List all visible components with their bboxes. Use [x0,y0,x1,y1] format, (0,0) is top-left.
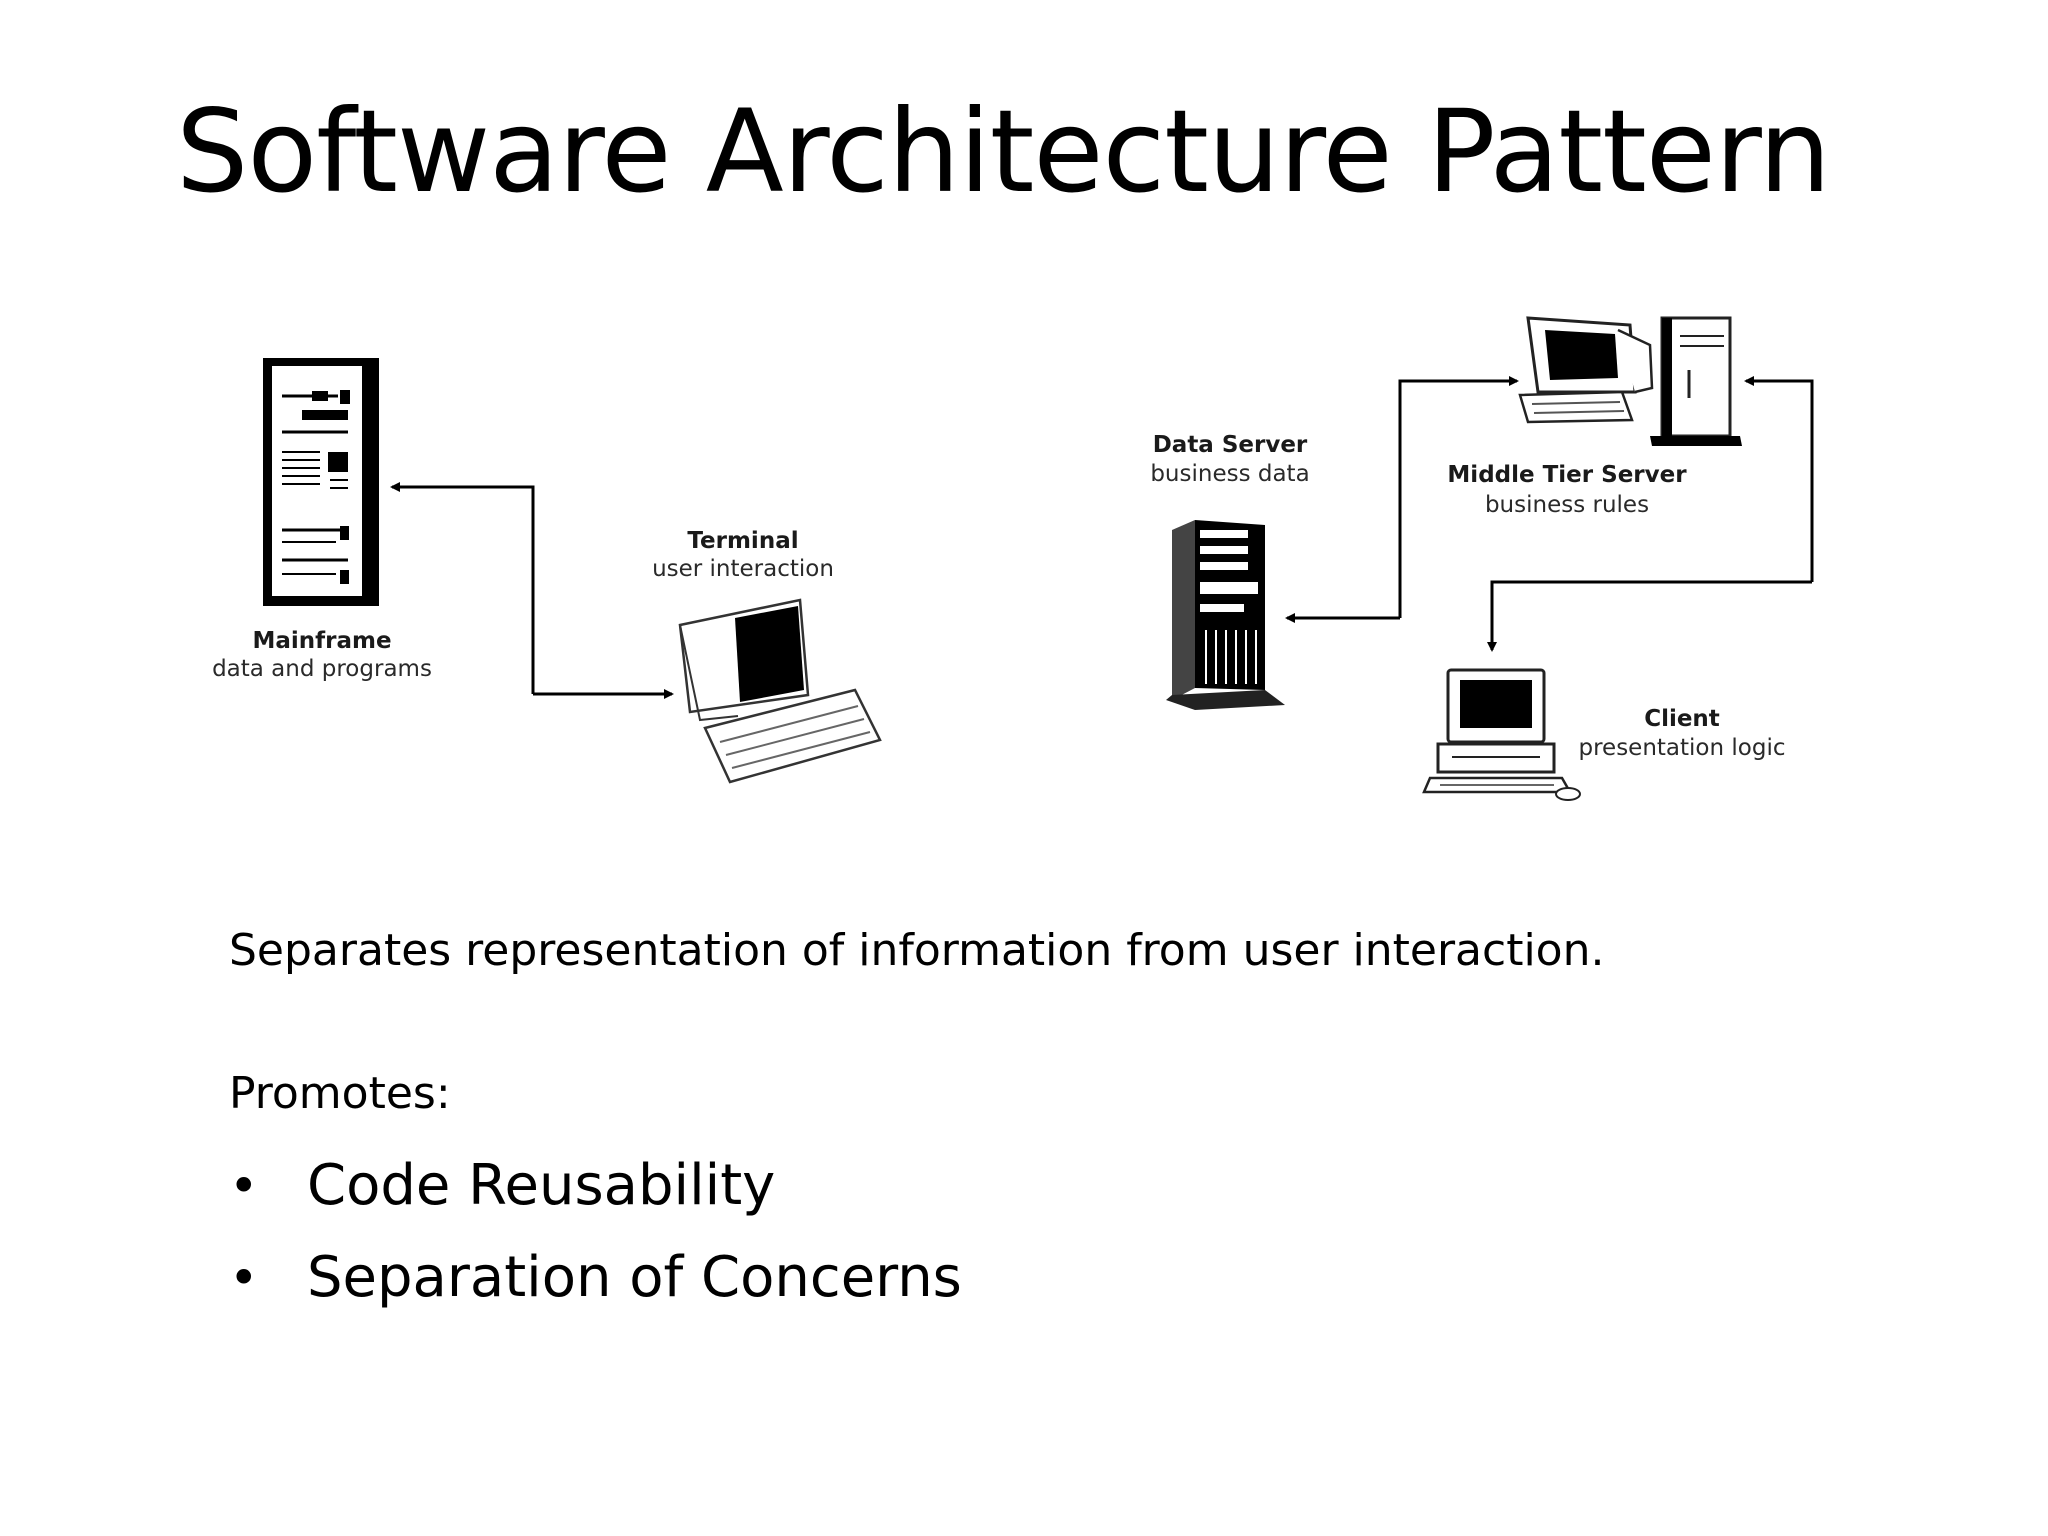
description-text: Separates representation of information … [229,925,1605,976]
promotes-label: Promotes: [229,1068,451,1119]
connector-mainframe-terminal [390,482,674,699]
client-title: Client [1644,706,1720,732]
architecture-diagram: Mainframe data and programs Terminal use… [212,316,1814,801]
server-tower-icon [1166,520,1285,710]
connector-dataserver-middletier [1285,376,1519,623]
bullet-text: Separation of Concerns [307,1245,962,1310]
middle-tier-title: Middle Tier Server [1447,462,1687,488]
terminal-title: Terminal [687,528,798,554]
bullet-text: Code Reusability [307,1153,776,1218]
mainframe-subtitle: data and programs [212,656,432,682]
mainframe-title: Mainframe [252,628,391,654]
terminal-computer-icon [678,598,882,784]
workstation-icon [1518,316,1742,446]
middle-tier-subtitle: business rules [1485,492,1649,518]
slide-title: Software Architecture Pattern [176,85,1831,218]
connector-middletier-client [1487,376,1814,652]
mainframe-tower-icon [263,358,379,606]
terminal-subtitle: user interaction [652,556,834,582]
bullet-dot-icon: • [229,1249,259,1307]
data-server-subtitle: business data [1150,461,1309,487]
desktop-computer-icon [1422,668,1581,801]
bullet-dot-icon: • [229,1157,259,1215]
client-subtitle: presentation logic [1579,735,1786,761]
data-server-title: Data Server [1153,432,1308,458]
